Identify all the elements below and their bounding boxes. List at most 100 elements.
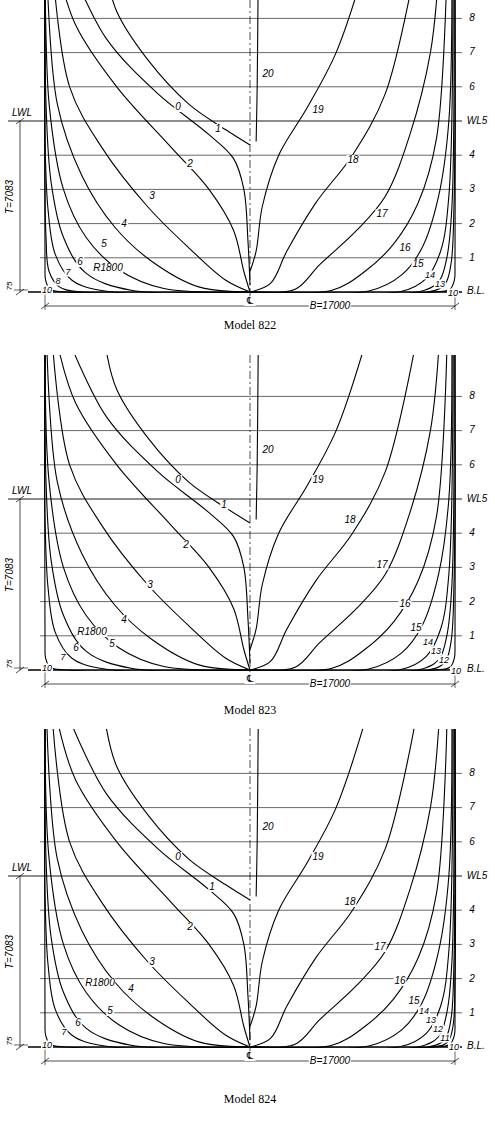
- waterline-label: LWL: [11, 108, 33, 118]
- station-section: [107, 0, 251, 145]
- dimension-tick: [14, 668, 28, 669]
- station-section: [45, 729, 250, 1048]
- waterline: [40, 533, 462, 534]
- station-number: 5: [100, 239, 108, 249]
- dimension-line: [20, 499, 21, 670]
- waterline-number: 3: [468, 184, 476, 194]
- station-section: [53, 729, 250, 1047]
- waterline: [40, 807, 462, 808]
- station-number: 10: [448, 1043, 460, 1052]
- baseline-label: B.L.: [466, 664, 486, 674]
- dimension-tick: [41, 303, 49, 309]
- station-section: [45, 729, 250, 1048]
- station-number: 2: [186, 159, 194, 169]
- station-section: [250, 729, 455, 1048]
- station-section: [250, 0, 363, 271]
- station-number: 15: [407, 996, 420, 1006]
- station-number: 7: [64, 268, 71, 277]
- waterline: [40, 155, 462, 156]
- station-number: 13: [425, 1016, 437, 1025]
- extension-line: [45, 672, 46, 688]
- station-number: 18: [343, 515, 356, 525]
- station-number: 6: [74, 1018, 82, 1028]
- bilge-radius-label: R1800: [92, 263, 123, 273]
- waterline: [40, 189, 462, 190]
- station-number: 10: [41, 664, 53, 673]
- dimension-tick: [451, 303, 459, 309]
- waterline-number: 6: [468, 82, 476, 92]
- station-number: 12: [432, 1025, 444, 1034]
- station-number: 0: [174, 852, 182, 862]
- station-section: [250, 729, 447, 1048]
- breadth-dimension: B=17000: [309, 301, 351, 311]
- waterline-number: 3: [468, 562, 476, 572]
- station-section: [256, 729, 258, 897]
- station-number: 3: [148, 191, 156, 201]
- station-section: [250, 729, 439, 1048]
- station-number: 6: [72, 643, 80, 653]
- waterline: [40, 567, 462, 568]
- station-section: [47, 0, 250, 292]
- station-number: 1: [208, 882, 216, 892]
- station-section: [45, 729, 250, 1047]
- station-section: [250, 729, 363, 1027]
- waterline-number: 7: [468, 802, 476, 812]
- station-number: 3: [146, 580, 154, 590]
- waterline-number: 8: [468, 391, 476, 401]
- station-lines: [45, 355, 456, 671]
- waterline-number: 4: [468, 150, 476, 160]
- extension-line: [45, 294, 46, 310]
- model-caption: Model 823: [223, 704, 277, 716]
- waterline-number: 4: [468, 528, 476, 538]
- waterline-label: WL5: [466, 116, 489, 126]
- station-section: [59, 0, 250, 292]
- station-section: [250, 0, 455, 293]
- station-number: 15: [409, 623, 422, 633]
- station-number: 13: [434, 280, 446, 289]
- waterline-number: 1: [468, 1008, 476, 1018]
- centerline: [250, 355, 251, 674]
- station-number: 16: [398, 243, 411, 253]
- waterline-number: 4: [468, 905, 476, 915]
- station-number: 12: [438, 656, 450, 665]
- extension-line: [45, 1049, 46, 1065]
- station-number: 0: [174, 102, 182, 112]
- station-section: [250, 729, 452, 1048]
- station-section: [59, 355, 250, 670]
- keel-dimension: 75: [6, 281, 14, 292]
- station-number: 10: [41, 286, 53, 295]
- station-number: 14: [424, 271, 436, 280]
- station-number: 13: [430, 647, 442, 656]
- station-number: 20: [261, 822, 274, 832]
- waterline-label: WL5: [466, 494, 489, 504]
- station-number: 16: [393, 976, 406, 986]
- station-section: [250, 729, 455, 1048]
- station-section: [47, 729, 250, 1047]
- station-section: [53, 355, 250, 670]
- station-section: [74, 729, 250, 1040]
- station-number: 14: [422, 638, 434, 647]
- station-section: [250, 355, 454, 671]
- waterline: [40, 396, 462, 397]
- dimension-line: [20, 121, 21, 292]
- model-caption: Model 824: [223, 1093, 277, 1105]
- station-section: [250, 729, 455, 1048]
- station-number: 17: [375, 560, 388, 570]
- dimension-tick: [16, 496, 24, 502]
- station-section: [250, 0, 455, 293]
- keel-dimension: 75: [6, 659, 14, 670]
- station-section: [45, 355, 250, 671]
- body-plan: [8, 0, 462, 310]
- dimension-line: [20, 876, 21, 1047]
- waterline-label: LWL: [11, 863, 33, 873]
- dimension-tick: [16, 118, 24, 124]
- draft-dimension: T=7083: [5, 934, 15, 970]
- station-section: [256, 0, 258, 142]
- waterline-number: 7: [468, 47, 476, 57]
- baseline-label: B.L.: [466, 1041, 486, 1051]
- station-number: 5: [106, 1006, 114, 1016]
- station-section: [250, 355, 447, 671]
- waterline-number: 2: [468, 974, 476, 984]
- station-number: 10: [41, 1041, 53, 1050]
